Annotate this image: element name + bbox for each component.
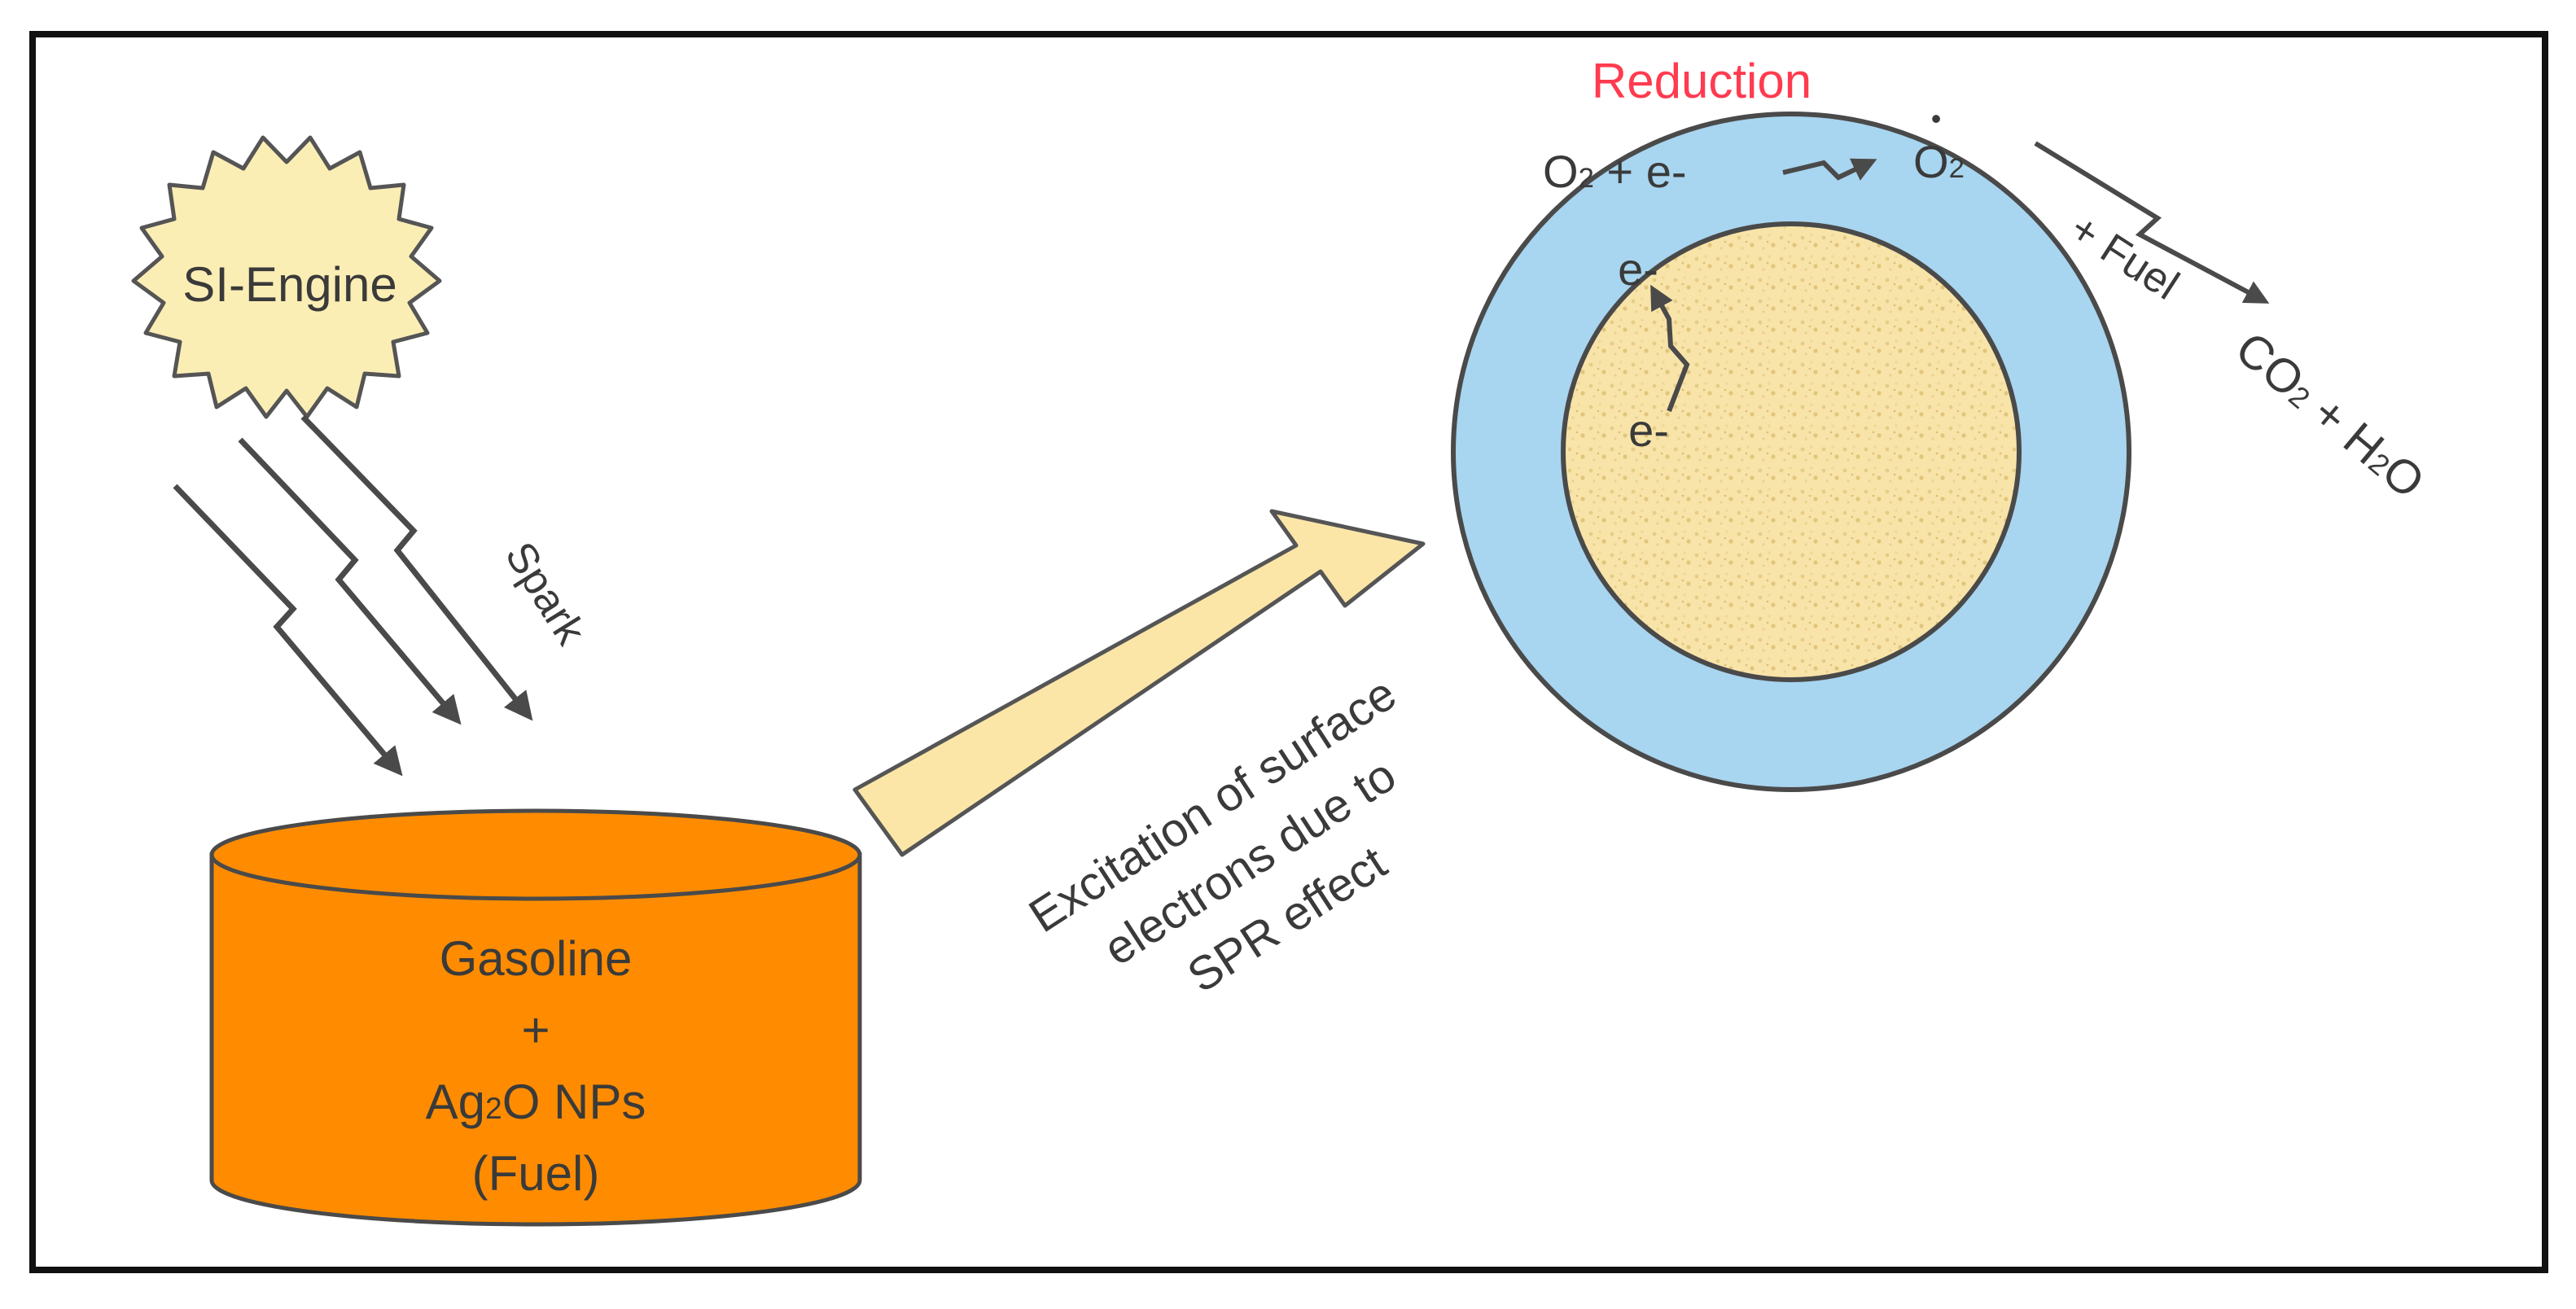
engine-burst-shape bbox=[131, 135, 442, 419]
spark-arrow-1 bbox=[173, 484, 403, 777]
si-engine: SI-Engine bbox=[131, 135, 442, 419]
excitation-arrow bbox=[852, 509, 1426, 857]
tank-line-2: + bbox=[521, 1003, 550, 1057]
spark-arrow-2 bbox=[238, 437, 462, 725]
tank-line-3: Ag2O NPs bbox=[426, 1075, 646, 1129]
tank-line-4: (Fuel) bbox=[472, 1146, 600, 1201]
particle-core bbox=[1561, 221, 2022, 682]
reduction-title: Reduction bbox=[1592, 54, 1812, 108]
reduction-arrow bbox=[1782, 158, 1877, 181]
engine-label: SI-Engine bbox=[182, 257, 397, 312]
radical-dot: • bbox=[1931, 102, 1942, 135]
electron-upper-label: e- bbox=[1618, 243, 1658, 295]
electron-excitation-arrow bbox=[1650, 284, 1690, 413]
tank-body bbox=[209, 852, 862, 1227]
fuel-tank: Gasoline + Ag2O NPs (Fuel) bbox=[209, 808, 862, 1227]
spark-arrows bbox=[173, 414, 533, 777]
nanoparticle: e- e- bbox=[1451, 112, 2131, 792]
reduction-reactants: O2 + e- bbox=[1543, 146, 1687, 197]
spark-arrow-3 bbox=[300, 414, 533, 721]
electron-lower-label: e- bbox=[1628, 405, 1669, 456]
superoxide-product: O2 bbox=[1913, 136, 1965, 187]
tank-line-1: Gasoline bbox=[440, 931, 633, 986]
tank-top bbox=[209, 808, 862, 901]
fuel-reaction-arrow bbox=[2034, 141, 2270, 304]
